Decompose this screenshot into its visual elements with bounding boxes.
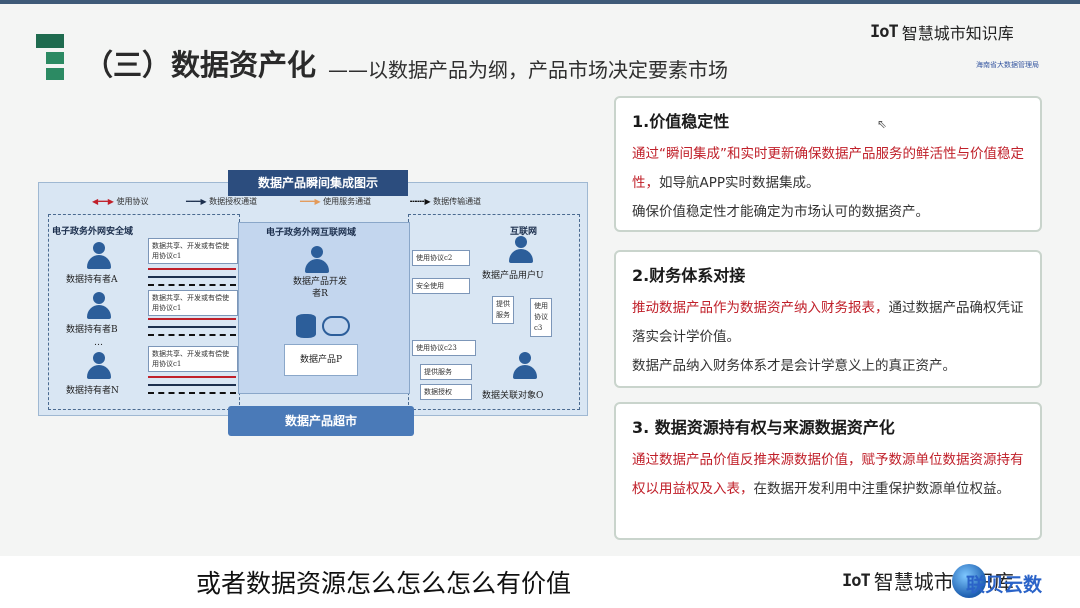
protocol-arrow: [148, 318, 236, 320]
product-box: 数据产品P: [284, 344, 358, 376]
person-icon: [304, 246, 330, 274]
transfer-arrow: [148, 284, 236, 286]
globe-icon: [952, 564, 986, 598]
card-ownership: 3. 数据资源持有权与来源数据资产化 通过数据产品价值反推来源数据价值，赋予数源…: [614, 402, 1042, 540]
person-icon: [512, 352, 538, 380]
slide-logo: [36, 34, 66, 86]
protocol-arrow: [148, 268, 236, 270]
legend-item: ━━━▶ 数据授权通道: [186, 197, 258, 206]
right-label: 提供服务: [420, 364, 472, 380]
mouse-cursor-icon: ⇖: [877, 117, 888, 131]
brand-bottom: IoT 智慧城市知识库: [842, 566, 1014, 595]
zone-mid-label: 电子政务外网互联网域: [266, 228, 357, 238]
transfer-arrow: [148, 334, 236, 336]
card-finance: 2.财务体系对接 推动数据产品作为数据资产纳入财务报表，通过数据产品确权凭证落实…: [614, 250, 1042, 388]
card-title: 1.价值稳定性: [632, 112, 730, 131]
brand-name: 智慧城市知识库: [873, 570, 1014, 594]
right-label: 使用协议c3: [530, 298, 552, 337]
data-market: 数据产品超市: [228, 406, 414, 436]
user-u-label: 数据产品用户U: [482, 271, 544, 281]
object-o-label: 数据关联对象O: [482, 391, 544, 401]
cloud-icon: [322, 316, 350, 336]
brand-mark: IoT: [842, 570, 871, 591]
person-icon: [86, 292, 112, 320]
developer-label: 数据产品开发者R: [292, 277, 347, 299]
person-icon: [508, 236, 534, 264]
right-label: 数据授权: [420, 384, 472, 400]
slide-title: （三）数据资产化: [84, 48, 317, 82]
card-extra: 确保价值稳定性才能确定为市场认可的数据资产。: [632, 204, 929, 220]
ellipsis: …: [94, 338, 103, 348]
card-value-stability: 1.价值稳定性 通过“瞬间集成”和实时更新确保数据产品服务的鲜活性与价值稳定性，…: [614, 96, 1042, 232]
brand-top: IoT 智慧城市知识库: [870, 20, 1014, 44]
card-text: 推动数据产品作为数据资产纳入财务报表，通过数据产品确权凭证落实会计学价值。: [632, 300, 1024, 345]
watermark: 联贝云数: [966, 574, 1043, 596]
transfer-arrow: [148, 392, 236, 394]
zone-left-label: 电子政务外网安全域: [52, 227, 134, 237]
legend-item: ╍╍╍▶ 数据传输通道: [410, 197, 482, 206]
caption-bar: [0, 556, 1080, 608]
legend-item: ━━━▶ 使用服务通道: [300, 197, 372, 206]
auth-arrow: [148, 326, 236, 328]
right-label: 使用协议c2: [412, 250, 470, 266]
holder-a: 数据持有者A: [66, 275, 118, 285]
brand-sub: 海南省大数据管理局: [976, 61, 1039, 69]
right-label: 安全使用: [412, 278, 470, 294]
zone-right-label: 互联网: [510, 227, 538, 237]
auth-arrow: [148, 276, 236, 278]
protocol-arrow: [148, 376, 236, 378]
card-title: 2.财务体系对接: [632, 266, 746, 285]
database-icon: [296, 314, 316, 338]
subtitle-caption: 或者数据资源怎么怎么怎么有价值: [196, 569, 572, 598]
diagram-title: 数据产品瞬间集成图示: [228, 170, 408, 196]
slide-subtitle: ——以数据产品为纲，产品市场决定要素市场: [328, 58, 728, 82]
auth-arrow: [148, 384, 236, 386]
holder-b: 数据持有者B: [66, 325, 118, 335]
brand-name: 智慧城市知识库: [901, 24, 1014, 43]
top-bar: [0, 0, 1080, 4]
card-text: 通过数据产品价值反推来源数据价值，赋予数源单位数据资源持有权以用益权及入表，在数…: [632, 452, 1024, 497]
brand-mark: IoT: [870, 22, 899, 42]
card-title: 3. 数据资源持有权与来源数据资产化: [632, 418, 895, 437]
right-label: 使用协议c23: [412, 340, 476, 356]
holder-n: 数据持有者N: [66, 386, 119, 396]
card-text: 通过“瞬间集成”和实时更新确保数据产品服务的鲜活性与价值稳定性，如导航APP实时…: [632, 146, 1024, 191]
agreement-box: 数据共享、开发或有偿使用协议c1: [148, 238, 238, 264]
legend-item: ◀━━▶ 使用协议: [92, 197, 149, 206]
right-label: 提供服务: [492, 296, 514, 324]
person-icon: [86, 242, 112, 270]
card-extra: 数据产品纳入财务体系才是会计学意义上的真正资产。: [632, 358, 956, 374]
agreement-box: 数据共享、开发或有偿使用协议c1: [148, 346, 238, 372]
person-icon: [86, 352, 112, 380]
agreement-box: 数据共享、开发或有偿使用协议c1: [148, 290, 238, 316]
